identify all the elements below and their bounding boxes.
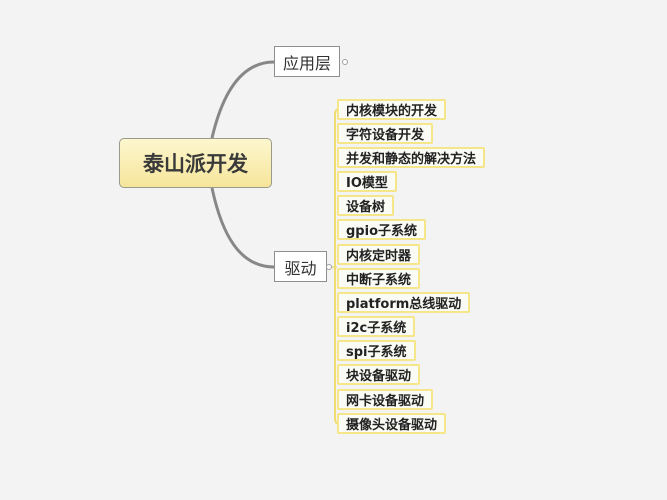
leaf-label: IO模型 (346, 176, 388, 191)
leaf-label: 设备树 (346, 200, 386, 215)
branch-node-driver[interactable]: 驱动 (274, 251, 327, 282)
leaf-node[interactable]: 内核模块的开发 (337, 99, 447, 120)
root-label: 泰山派开发 (143, 152, 248, 176)
leaf-label: spi子系统 (346, 345, 407, 360)
leaf-node[interactable]: 网卡设备驱动 (337, 389, 434, 410)
branch-label: 驱动 (284, 258, 317, 278)
leaf-label: gpio子系统 (346, 224, 417, 239)
leaf-label: 网卡设备驱动 (346, 394, 425, 409)
leaf-label: 内核模块的开发 (346, 104, 438, 119)
leaf-node[interactable]: 中断子系统 (337, 268, 421, 289)
leaf-label: 块设备驱动 (346, 369, 412, 384)
leaf-node[interactable]: IO模型 (337, 171, 397, 192)
leaf-label: 并发和静态的解决方法 (346, 152, 477, 167)
leaf-label: 中断子系统 (346, 273, 412, 288)
branch-label: 应用层 (282, 53, 331, 73)
leaf-node[interactable]: 块设备驱动 (337, 364, 421, 385)
leaf-node[interactable]: i2c子系统 (337, 316, 416, 337)
leaf-node[interactable]: 摄像头设备驱动 (337, 413, 447, 434)
expand-toggle-icon[interactable] (342, 59, 348, 65)
leaf-label: i2c子系统 (346, 321, 407, 336)
leaf-node[interactable]: gpio子系统 (337, 219, 426, 240)
branch-node-application-layer[interactable]: 应用层 (274, 46, 340, 77)
leaf-node[interactable]: 设备树 (337, 195, 395, 216)
root-node[interactable]: 泰山派开发 (119, 138, 272, 188)
leaf-node[interactable]: 内核定时器 (337, 244, 421, 265)
leaf-node[interactable]: spi子系统 (337, 340, 416, 361)
leaf-node[interactable]: 字符设备开发 (337, 123, 434, 144)
leaf-label: platform总线驱动 (346, 297, 462, 312)
collapse-toggle-icon[interactable] (326, 264, 332, 270)
leaf-label: 内核定时器 (346, 249, 412, 264)
leaf-node[interactable]: platform总线驱动 (337, 292, 471, 313)
leaf-label: 摄像头设备驱动 (346, 418, 438, 433)
leaf-node[interactable]: 并发和静态的解决方法 (337, 147, 486, 168)
leaf-label: 字符设备开发 (346, 128, 425, 143)
